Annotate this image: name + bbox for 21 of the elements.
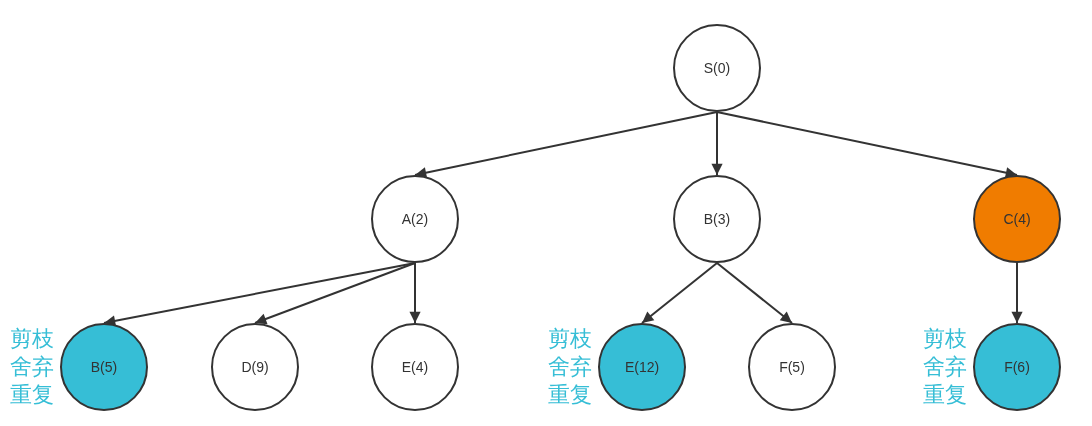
node-label: D(9) xyxy=(241,359,269,375)
arrow xyxy=(711,111,723,176)
node-label: C(4) xyxy=(1003,211,1031,227)
node-label: E(12) xyxy=(624,359,660,375)
node-label: S(0) xyxy=(703,60,731,76)
arrow xyxy=(254,262,416,325)
arrow xyxy=(1011,262,1023,324)
node-label: B(5) xyxy=(90,359,118,375)
side-note: 剪枝舍弃重复 xyxy=(548,324,592,410)
node-label: F(6) xyxy=(1004,359,1030,375)
arrow xyxy=(409,262,421,324)
arrow xyxy=(716,111,1018,179)
arrow xyxy=(414,111,718,179)
side-note: 剪枝舍弃重复 xyxy=(923,324,967,410)
arrow xyxy=(641,262,718,324)
arrow xyxy=(716,262,793,324)
node-label: F(5) xyxy=(779,359,805,375)
node-label: A(2) xyxy=(401,211,429,227)
node-label: B(3) xyxy=(703,211,731,227)
side-note: 剪枝舍弃重复 xyxy=(10,324,54,410)
node-label: E(4) xyxy=(401,359,429,375)
